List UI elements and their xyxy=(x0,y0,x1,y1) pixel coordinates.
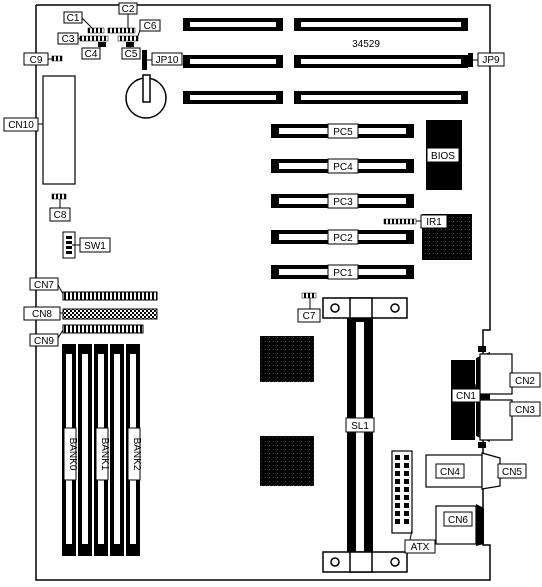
rear-serial-connectors xyxy=(451,346,513,448)
label-c3: C3 xyxy=(62,34,75,45)
label-sl1: SL1 xyxy=(351,421,369,432)
label-c5: C5 xyxy=(125,49,138,60)
label-cn6: CN6 xyxy=(448,515,468,526)
c7-jumper xyxy=(301,292,317,299)
label-sw1: SW1 xyxy=(84,241,106,252)
simm-socket xyxy=(110,344,124,556)
atx-connector xyxy=(391,450,413,534)
label-cn1: CN1 xyxy=(456,391,476,402)
sw1-dip-switch xyxy=(62,231,76,259)
label-jp10: JP10 xyxy=(156,55,179,66)
board-outline xyxy=(35,4,491,581)
label-cn10: CN10 xyxy=(8,120,34,131)
top-left-jumpers xyxy=(51,27,473,70)
cn10-connector xyxy=(42,75,76,185)
label-cn7: CN7 xyxy=(34,280,54,291)
battery xyxy=(125,74,167,119)
label-pc3: PC3 xyxy=(333,197,353,208)
label-pc1: PC1 xyxy=(333,268,353,279)
ir1-header xyxy=(383,218,417,225)
label-c8: C8 xyxy=(54,210,67,221)
label-cn9: CN9 xyxy=(34,336,54,347)
label-cn5: CN5 xyxy=(502,467,522,478)
label-c2: C2 xyxy=(122,4,135,15)
label-bank0: BANK0 xyxy=(67,438,78,471)
cn9-connector xyxy=(62,324,144,334)
label-atx: ATX xyxy=(411,542,430,553)
simm-socket xyxy=(78,344,92,556)
cn7-connector xyxy=(62,291,158,301)
sl1-slot xyxy=(322,297,408,573)
label-c4: C4 xyxy=(85,49,98,60)
label-cn3: CN3 xyxy=(515,405,535,416)
label-ir1: IR1 xyxy=(426,217,442,228)
label-bank2: BANK2 xyxy=(131,438,142,471)
label-pc2: PC2 xyxy=(333,233,353,244)
chipset-upper xyxy=(260,336,314,382)
label-c1: C1 xyxy=(67,13,80,24)
label-bios: BIOS xyxy=(431,151,455,162)
label-c6: C6 xyxy=(144,21,157,32)
label-bank1: BANK1 xyxy=(99,438,110,471)
label-boxes: C1 C2 C3 C4 C5 C6 JP10 C9 JP9 CN10 C8 SW… xyxy=(3,2,541,554)
label-cn8: CN8 xyxy=(32,309,52,320)
label-cn4: CN4 xyxy=(440,467,460,478)
part-number: 34529 xyxy=(352,39,380,50)
label-pc5: PC5 xyxy=(333,127,353,138)
label-c7: C7 xyxy=(303,311,316,322)
isa-slots xyxy=(183,18,468,104)
chipset-lower xyxy=(260,436,314,486)
label-jp9: JP9 xyxy=(482,55,500,66)
label-pc4: PC4 xyxy=(333,162,353,173)
c8-jumper xyxy=(51,193,67,200)
label-cn2: CN2 xyxy=(515,376,535,387)
label-c9: C9 xyxy=(30,55,43,66)
cn8-connector xyxy=(62,308,158,320)
